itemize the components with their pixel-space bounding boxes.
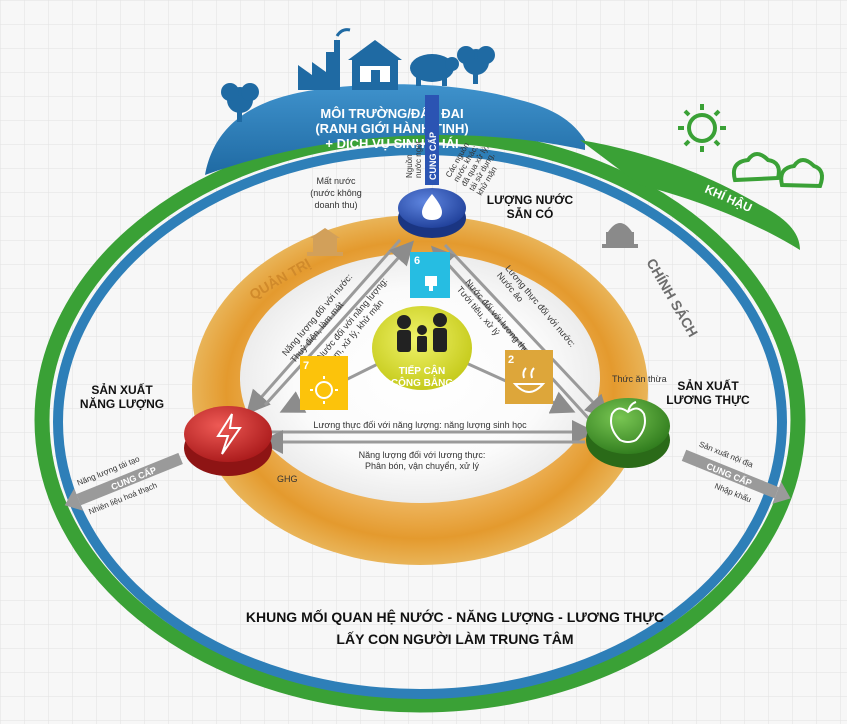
water-loss-label: Mất nước (nước không doanh thu) — [310, 176, 361, 210]
food-for-energy-label: Lương thực đối với năng lượng: năng lượn… — [313, 420, 527, 430]
text-line: LƯỢNG NƯỚC — [487, 192, 574, 207]
tree-icon — [221, 83, 259, 122]
environment-hill — [205, 84, 585, 175]
tree-icon — [457, 46, 495, 84]
lightning-icon — [216, 413, 242, 455]
text-line: SẢN XUẤT — [677, 378, 739, 393]
pig-icon — [410, 54, 459, 86]
energy-node[interactable] — [184, 406, 272, 462]
text-line: CÔNG BẰNG — [391, 376, 453, 389]
building-icon — [307, 228, 343, 256]
text-line: KHUNG MỐI QUAN HỆ NƯỚC - NĂNG LƯỢNG - LƯ… — [246, 608, 664, 625]
text-line: MÔI TRƯỜNG/ĐẤT ĐAI — [320, 106, 463, 121]
water-tap-icon — [425, 276, 437, 291]
text-line: SẢN XUẤT — [91, 382, 153, 397]
text-line: (nước không — [310, 188, 361, 198]
svg-text:6: 6 — [414, 255, 420, 267]
nexus-arrows — [246, 239, 610, 454]
text-line: LẤY CON NGƯỜI LÀM TRUNG TÂM — [336, 630, 573, 647]
ghg-label: GHG — [277, 474, 298, 484]
text-line: TIẾP CẬN — [399, 364, 446, 377]
text-line: Phân bón, vận chuyển, xử lý — [365, 461, 480, 471]
cloud-icon — [731, 152, 781, 183]
cloud-icon — [779, 158, 824, 189]
capitol-icon — [602, 223, 638, 248]
sun-icon — [678, 104, 726, 152]
environment-ring — [53, 145, 787, 699]
water-supply-label: CUNG CẤP — [428, 132, 438, 180]
text-line: Năng lượng đối với lương thực: — [359, 450, 486, 460]
people-icon — [397, 313, 447, 352]
climate-hill — [580, 140, 800, 250]
text-line: Mất nước — [317, 176, 356, 186]
text-line: nước ngọt — [414, 140, 423, 178]
environment-title: MÔI TRƯỜNG/ĐẤT ĐAI(RANH GIỚI HÀNH TINH)+… — [315, 106, 468, 151]
text-line: Nguồn — [405, 154, 414, 178]
text-line: (RANH GIỚI HÀNH TINH) — [315, 121, 468, 136]
text-line: SẴN CÓ — [507, 206, 554, 221]
sdg-7-tile: 7 — [300, 356, 348, 410]
water-drop-icon — [422, 194, 442, 220]
energy-for-food-label: Năng lượng đối với lương thực:Phân bón, … — [359, 450, 486, 471]
sun-energy-icon — [310, 376, 338, 404]
text-line: NĂNG LƯỢNG — [80, 396, 164, 411]
sdg-2-tile: 2 — [505, 350, 553, 404]
water-supply-bar — [425, 95, 439, 185]
house-icon — [348, 40, 402, 90]
svg-text:7: 7 — [303, 360, 309, 372]
factory-icon — [298, 28, 351, 90]
food-bowl-icon — [512, 367, 546, 393]
text-line: LƯƠNG THỰC — [666, 393, 750, 407]
food-node[interactable] — [586, 398, 670, 454]
apple-icon — [610, 401, 646, 443]
diagram-caption: KHUNG MỐI QUAN HỆ NƯỚC - NĂNG LƯỢNG - LƯ… — [246, 608, 664, 647]
food-waste-label: Thức ăn thừa — [612, 374, 667, 384]
svg-text:2: 2 — [508, 354, 514, 366]
text-line: doanh thu) — [314, 200, 357, 210]
sdg-6-tile: 6 — [410, 252, 450, 298]
